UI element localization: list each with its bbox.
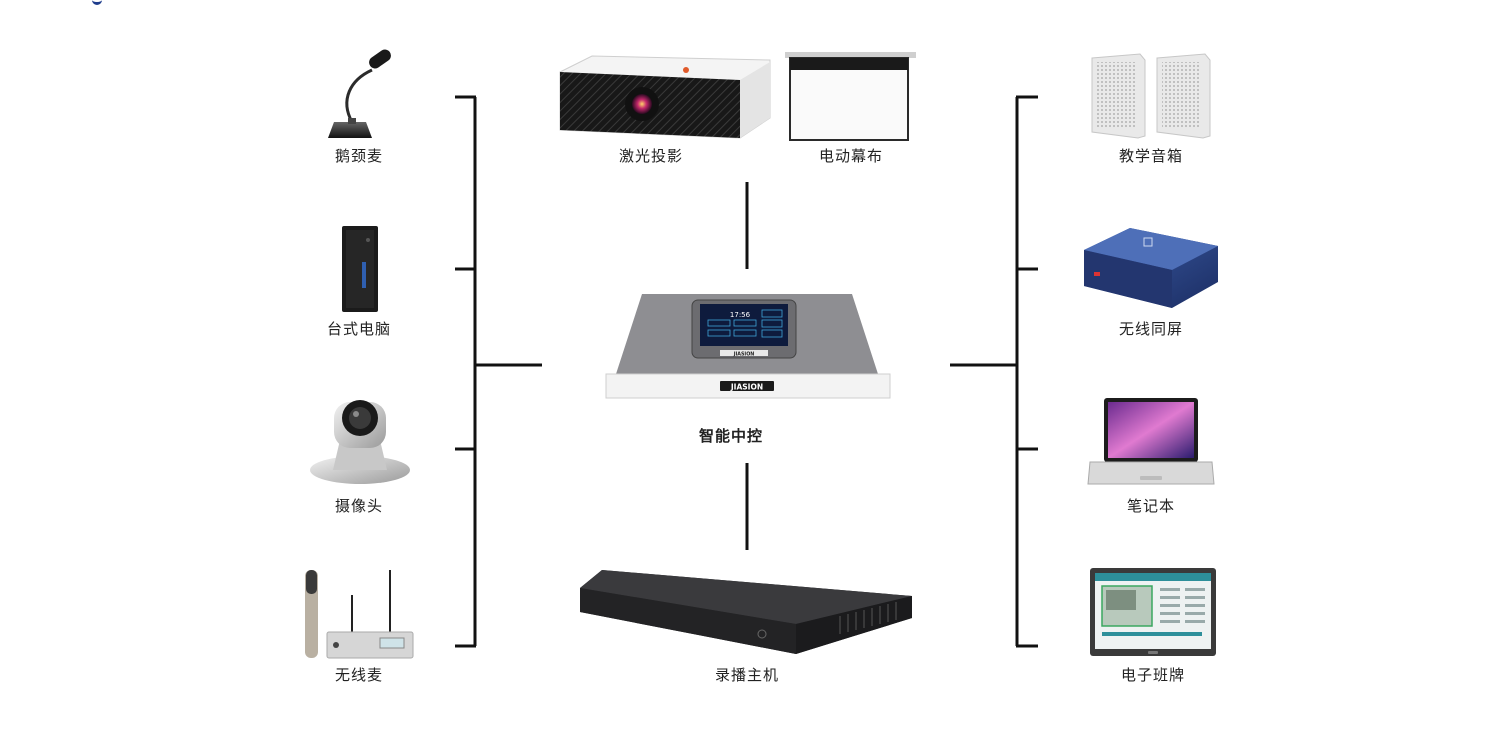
- left-bracket-lines: [455, 95, 542, 648]
- panel-brand-logo: JIASION: [733, 351, 755, 357]
- teaching-speaker-icon: [1091, 53, 1211, 139]
- class-board-icon: [1090, 568, 1216, 656]
- laser-projector-icon: [559, 55, 771, 139]
- label-camera: 摄像头: [334, 497, 383, 515]
- controller-brand-logo: JIASION: [730, 383, 763, 392]
- right-bracket-lines: [950, 95, 1038, 648]
- camera-icon: [310, 400, 410, 484]
- electric-screen-icon: [785, 52, 916, 141]
- label-laptop: 笔记本: [1126, 497, 1175, 515]
- label-desktop-pc: 台式电脑: [326, 320, 391, 338]
- label-central-control: 智能中控: [698, 427, 763, 445]
- label-gooseneck-mic: 鹅颈麦: [334, 147, 383, 165]
- label-wireless-mic: 无线麦: [334, 666, 383, 684]
- recording-host-icon: [580, 570, 912, 654]
- label-class-board: 电子班牌: [1120, 666, 1185, 684]
- label-teaching-speaker: 教学音箱: [1118, 147, 1183, 165]
- wireless-screen-share-icon: [1084, 228, 1218, 308]
- corner-logo-fragment: [92, 0, 102, 5]
- wireless-mic-icon: [305, 570, 414, 659]
- label-recording-host: 录播主机: [714, 666, 779, 684]
- desktop-pc-icon: [342, 226, 378, 312]
- label-laser-projector: 激光投影: [618, 147, 683, 165]
- laptop-icon: [1087, 398, 1215, 485]
- label-wireless-screen-share: 无线同屏: [1118, 320, 1183, 338]
- panel-clock: 17:56: [730, 311, 751, 319]
- label-electric-screen: 电动幕布: [818, 147, 883, 165]
- central-control-icon: JIASION 17:56 JIASION: [605, 294, 891, 399]
- gooseneck-mic-icon: [328, 49, 391, 138]
